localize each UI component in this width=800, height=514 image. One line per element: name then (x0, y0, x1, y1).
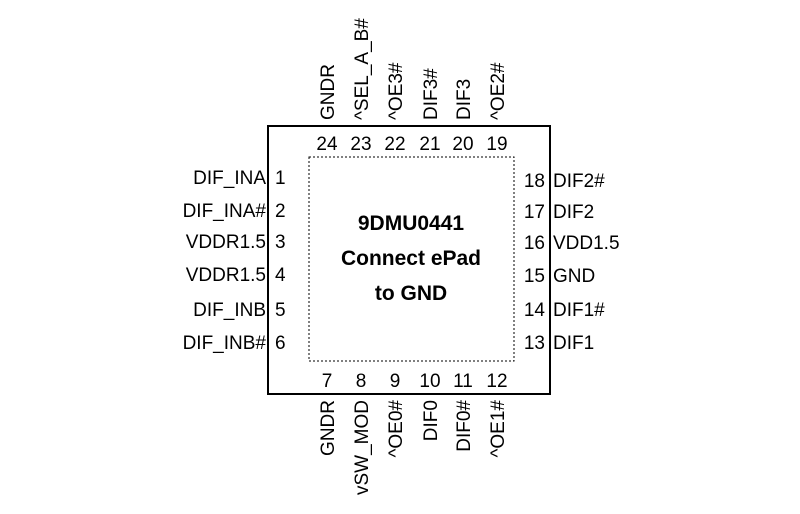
chip-part-number: 9DMU0441 (358, 212, 465, 235)
epad-outline (308, 156, 515, 362)
pin-label-left: VDDR1.5 (186, 232, 266, 253)
pin-label-left: DIF_INB (193, 300, 266, 321)
pin-number-bottom: 8 (356, 371, 367, 392)
pin-number-top: 24 (316, 134, 338, 155)
pin-number-bottom: 10 (419, 371, 440, 392)
pin-number-top: 23 (350, 134, 371, 155)
pin-label-right: DIF2 (553, 202, 594, 223)
chip-outline (267, 125, 551, 395)
pin-label-top: ^SEL_A_B# (352, 18, 373, 120)
pin-label-top: ^OE2# (488, 62, 509, 120)
pin-label-right: DIF1# (553, 300, 605, 321)
pin-label-right: DIF2# (553, 171, 605, 192)
pin-label-left: DIF_INB# (183, 333, 267, 354)
pin-number-left: 1 (275, 168, 286, 189)
pin-number-left: 4 (275, 265, 286, 286)
pin-label-bottom: DIF0# (454, 400, 475, 452)
pin-number-left: 3 (275, 232, 286, 253)
pin-number-right: 17 (524, 202, 545, 223)
pin-number-right: 18 (524, 171, 545, 192)
pin-label-left: DIF_INA (193, 168, 266, 189)
pin-number-left: 6 (275, 333, 286, 354)
pin-number-right: 13 (524, 333, 545, 354)
pin-number-top: 22 (384, 134, 405, 155)
pin-number-bottom: 12 (486, 371, 507, 392)
pin-label-left: VDDR1.5 (186, 265, 266, 286)
pin-label-bottom: vSW_MOD (352, 400, 373, 495)
pin-label-top: DIF3# (421, 68, 442, 120)
pin-label-right: GND (553, 266, 595, 287)
pin-number-top: 21 (419, 134, 440, 155)
pin-number-top: 19 (486, 134, 507, 155)
epad-note-line1: Connect ePad (341, 247, 481, 270)
pin-number-bottom: 7 (322, 371, 333, 392)
pin-label-bottom: GNDR (318, 400, 339, 456)
pin-label-left: DIF_INA# (183, 201, 267, 222)
pin-label-bottom: ^OE0# (386, 400, 407, 458)
pin-label-right: VDD1.5 (553, 233, 620, 254)
pin-number-top: 20 (452, 134, 473, 155)
pin-label-bottom: DIF0 (421, 400, 442, 441)
pin-number-left: 5 (275, 300, 286, 321)
pin-number-right: 16 (524, 233, 545, 254)
epad-note-line2: to GND (375, 282, 447, 305)
pin-label-top: GNDR (318, 64, 339, 120)
pin-label-top: ^OE3# (386, 62, 407, 120)
pin-number-bottom: 11 (453, 371, 473, 392)
pin-number-right: 14 (524, 300, 546, 321)
pin-label-right: DIF1 (553, 333, 594, 354)
pin-label-top: DIF3 (454, 79, 475, 120)
pin-number-bottom: 9 (390, 371, 401, 392)
pin-number-left: 2 (275, 201, 286, 222)
pin-label-bottom: ^OE1# (488, 400, 509, 458)
pin-number-right: 15 (524, 266, 545, 287)
